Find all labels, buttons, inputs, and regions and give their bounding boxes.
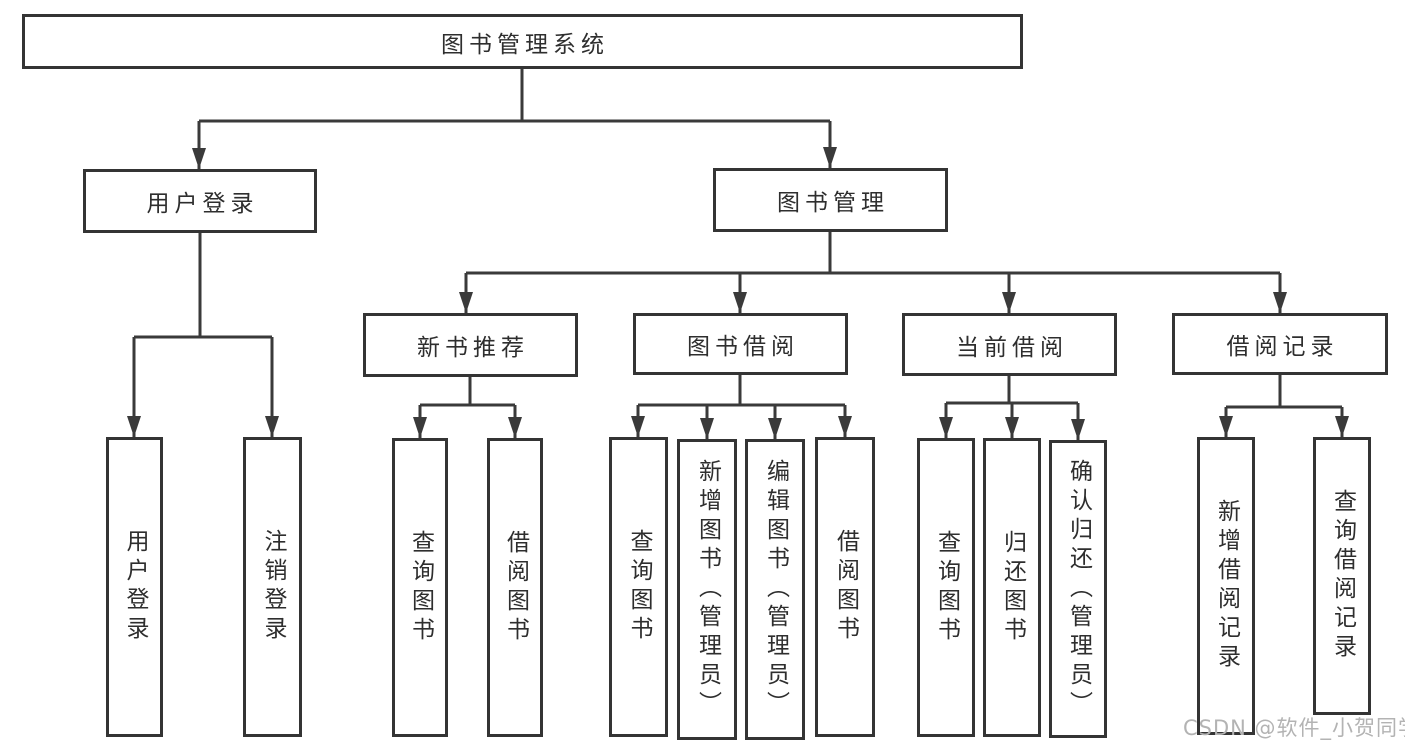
watermark-text: CSDN @软件_小贺同学	[1183, 716, 1405, 740]
leaf-logout-login-label: 注销登录	[260, 529, 286, 645]
node-root-system: 图书管理系统	[22, 14, 1023, 69]
node-new-book-recommend-label: 新书推荐	[417, 335, 529, 361]
node-current-borrowing-label: 当前借阅	[956, 334, 1068, 361]
node-root-system-label: 图书管理系统	[441, 31, 609, 58]
leaf-user-login: 用户登录	[106, 437, 163, 737]
leaf-confirm-return-admin-label: 确认归还（管理员）	[1065, 458, 1092, 720]
node-borrowing-records: 借阅记录	[1172, 313, 1388, 375]
leaf-current-query-books-label: 查询图书	[933, 529, 960, 646]
leaf-borrowing-borrow-books-label: 借阅图书	[832, 529, 859, 645]
leaf-recommend-query-books-label: 查询图书	[407, 529, 434, 646]
leaf-current-query-books: 查询图书	[917, 438, 975, 737]
leaf-user-login-label: 用户登录	[122, 529, 148, 645]
leaf-confirm-return-admin: 确认归还（管理员）	[1049, 440, 1107, 738]
leaf-edit-books-admin-label: 编辑图书（管理员）	[762, 459, 789, 720]
leaf-borrowing-query-books: 查询图书	[609, 437, 668, 737]
leaf-recommend-borrow-books-label: 借阅图书	[502, 529, 529, 646]
node-book-management: 图书管理	[713, 168, 948, 232]
leaf-query-borrow-record: 查询借阅记录	[1313, 437, 1371, 715]
node-user-login: 用户登录	[83, 169, 317, 233]
leaf-add-books-admin: 新增图书（管理员）	[677, 439, 737, 740]
leaf-recommend-borrow-books: 借阅图书	[487, 438, 543, 737]
leaf-query-borrow-record-label: 查询借阅记录	[1329, 489, 1356, 663]
leaf-borrowing-query-books-label: 查询图书	[626, 529, 652, 645]
leaf-borrowing-borrow-books: 借阅图书	[815, 437, 875, 737]
connector-trunks	[134, 69, 1342, 409]
leaf-logout-login: 注销登录	[243, 437, 302, 737]
node-book-borrowing-label: 图书借阅	[687, 334, 799, 360]
leaf-recommend-query-books: 查询图书	[392, 438, 448, 737]
leaf-return-books: 归还图书	[983, 438, 1041, 737]
leaf-add-borrow-record: 新增借阅记录	[1197, 437, 1255, 735]
leaf-return-books-label: 归还图书	[999, 529, 1026, 646]
node-book-management-label: 图书管理	[777, 190, 889, 216]
node-new-book-recommend: 新书推荐	[363, 313, 578, 377]
node-user-login-label: 用户登录	[146, 191, 259, 217]
node-book-borrowing: 图书借阅	[633, 313, 848, 375]
leaf-edit-books-admin: 编辑图书（管理员）	[745, 439, 805, 740]
leaf-add-books-admin-label: 新增图书（管理员）	[694, 459, 721, 720]
node-borrowing-records-label: 借阅记录	[1226, 334, 1339, 360]
node-current-borrowing: 当前借阅	[902, 313, 1117, 376]
leaf-add-borrow-record-label: 新增借阅记录	[1213, 499, 1240, 673]
